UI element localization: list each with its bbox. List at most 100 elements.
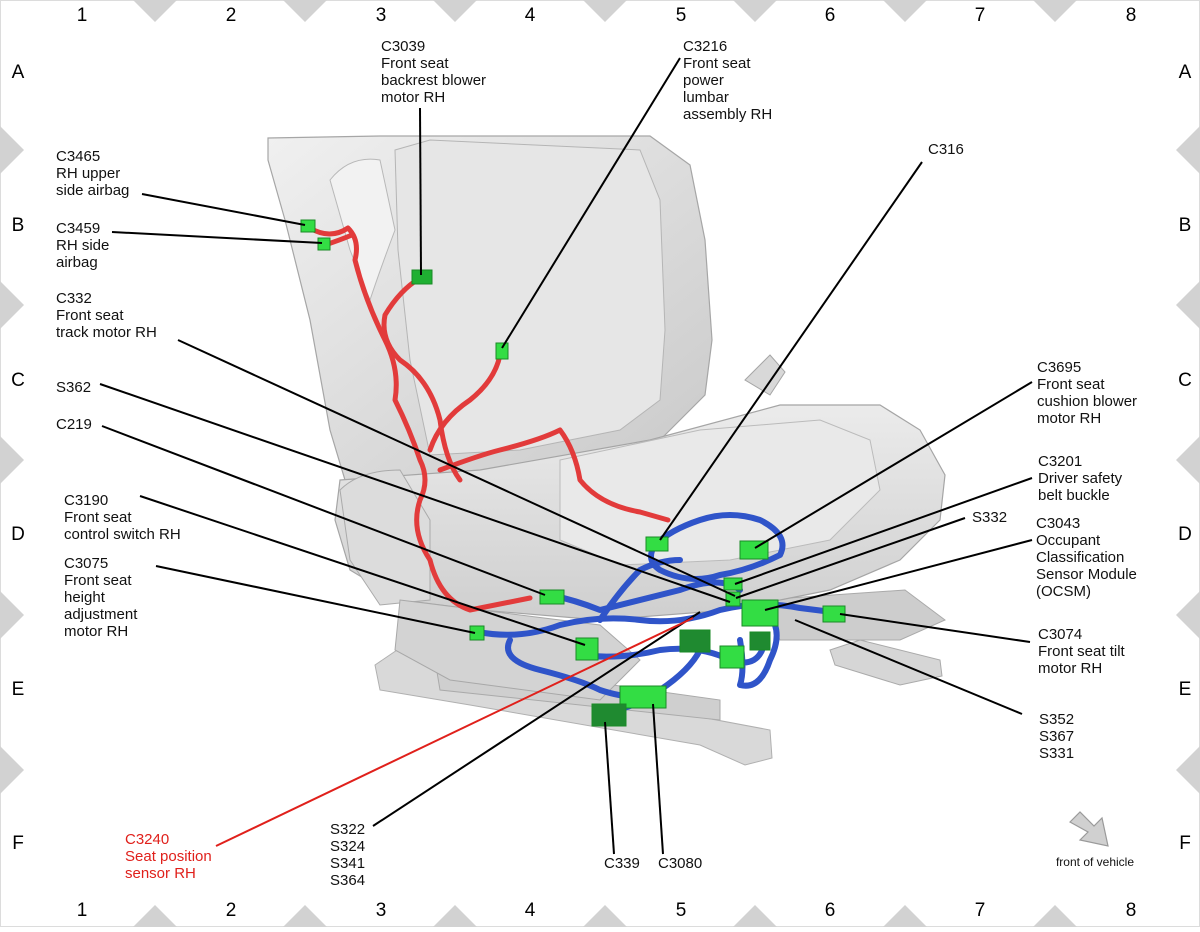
- callout-s362-line-1: S362: [56, 379, 91, 396]
- leader-c3039: [419, 107, 422, 276]
- grid-col-8-bottom: 8: [1126, 900, 1137, 921]
- callout-c316: C316: [928, 141, 964, 158]
- leader-c3465: [141, 193, 306, 226]
- callout-c3080: C3080: [658, 855, 702, 872]
- callout-c3039-line-2: Front seat: [381, 55, 449, 72]
- callout-c3459-line-1: C3459: [56, 220, 100, 237]
- leader-s362: [99, 383, 731, 603]
- grid-col-8-top: 8: [1126, 5, 1137, 26]
- callout-c3459: C3459 RH side airbag: [56, 220, 114, 271]
- callout-c332-line-2: Front seat: [56, 307, 124, 324]
- connector-c3039: [411, 269, 433, 285]
- leader-c3201: [734, 477, 1033, 585]
- connector-c219: [539, 589, 565, 605]
- callout-c3201-line-3: belt buckle: [1038, 487, 1110, 504]
- border-marker-left-3: [0, 436, 24, 484]
- grid-col-2-bottom: 2: [226, 900, 237, 921]
- callout-c3216-line-2: Front seat: [683, 55, 751, 72]
- leader-c3074: [839, 613, 1031, 643]
- grid-row-f-right: F: [1179, 833, 1191, 854]
- callout-c3039-line-3: backrest blower: [381, 72, 486, 89]
- grid-col-3-top: 3: [376, 5, 387, 26]
- callout-c3216-line-5: assembly RH: [683, 106, 772, 123]
- callout-c3074-line-1: C3074: [1038, 626, 1082, 643]
- border-marker-right-4: [1176, 591, 1200, 639]
- leader-c3080: [652, 703, 664, 855]
- callout-c3465-line-1: C3465: [56, 148, 100, 165]
- connector-c3190: [575, 637, 599, 661]
- connectors: [300, 219, 846, 727]
- border-marker-left-1: [0, 126, 24, 174]
- grid-row-e-left: E: [12, 679, 25, 700]
- border-marker-bottom-6: [883, 905, 927, 927]
- callout-c3043-line-5: (OCSM): [1036, 583, 1091, 600]
- grid-row-a-right: A: [1179, 62, 1192, 83]
- callout-c332-line-1: C332: [56, 290, 92, 307]
- seat-recliner-lever: [744, 354, 786, 396]
- connector-c3465: [300, 219, 316, 233]
- border-marker-left-4: [0, 591, 24, 639]
- leader-s322: [372, 611, 701, 827]
- callout-s352-line-2: S367: [1039, 728, 1074, 745]
- callout-c3465: C3465 RH upper side airbag: [56, 148, 129, 199]
- callout-c3075-line-3: height: [64, 589, 106, 606]
- callout-c219-line-1: C219: [56, 416, 92, 433]
- callout-c3075-line-5: motor RH: [64, 623, 128, 640]
- seat-illustration: [267, 135, 946, 766]
- connector-c3043: [741, 599, 779, 627]
- border-marker-right-5: [1176, 746, 1200, 794]
- border-marker-top-3: [433, 0, 477, 22]
- border-marker-bottom-1: [133, 905, 177, 927]
- grid-col-7-top: 7: [975, 5, 986, 26]
- grid-col-1-bottom: 1: [77, 900, 88, 921]
- border-marker-top-2: [283, 0, 327, 22]
- callout-s352-line-1: S352: [1039, 711, 1074, 728]
- connector-c3240: [749, 631, 771, 651]
- callout-c3240: C3240 Seat position sensor RH: [125, 831, 216, 882]
- harness-red-main: [307, 225, 533, 613]
- callout-c3074-line-2: Front seat tilt: [1038, 643, 1126, 660]
- leader-s332: [735, 517, 966, 599]
- callout-c3459-line-3: airbag: [56, 254, 98, 271]
- callout-c219: C219: [56, 416, 92, 433]
- callout-c316-line-1: C316: [928, 141, 964, 158]
- leader-c3459: [111, 231, 323, 244]
- grid-row-d-left: D: [11, 524, 25, 545]
- callout-c3240-line-3: sensor RH: [125, 865, 196, 882]
- callout-c3043-line-4: Sensor Module: [1036, 566, 1137, 583]
- seat-backrest-bolster: [329, 158, 396, 302]
- grid-column-labels-bottom: 1 2 3 4 5 6 7 8: [77, 900, 1137, 921]
- leader-c3240: [215, 617, 694, 847]
- callout-c339-line-1: C339: [604, 855, 640, 872]
- border-marker-right-3: [1176, 436, 1200, 484]
- callout-c3465-line-2: RH upper: [56, 165, 120, 182]
- callout-s322-line-4: S364: [330, 872, 365, 889]
- callout-c339: C339: [604, 855, 640, 872]
- connector-c316: [645, 536, 669, 552]
- border-marker-left-5: [0, 746, 24, 794]
- callout-c3216-line-4: lumbar: [683, 89, 729, 106]
- border-marker-top-7: [1033, 0, 1077, 22]
- callout-c3043-line-1: C3043: [1036, 515, 1080, 532]
- grid-row-a-left: A: [12, 62, 25, 83]
- callout-c3695-line-2: Front seat: [1037, 376, 1105, 393]
- front-of-vehicle-arrow-icon: [1069, 811, 1109, 847]
- callout-s322-line-1: S322: [330, 821, 365, 838]
- connector-c339: [591, 703, 627, 727]
- grid-col-6-top: 6: [825, 5, 836, 26]
- connector-s322: [679, 629, 711, 653]
- callout-c3190: C3190 Front seat control switch RH: [64, 492, 181, 543]
- border-marker-bottom-5: [733, 905, 777, 927]
- callout-c3201: C3201 Driver safety belt buckle: [1038, 453, 1126, 504]
- leader-c316: [659, 161, 923, 541]
- harness-red-branch-lumbar: [427, 352, 503, 453]
- harness-red: [307, 225, 671, 613]
- callout-c3043-line-3: Classification: [1036, 549, 1124, 566]
- front-of-vehicle-label: front of vehicle: [1056, 855, 1134, 869]
- leader-c332: [177, 339, 736, 597]
- callout-s322-line-3: S341: [330, 855, 365, 872]
- grid-col-3-bottom: 3: [376, 900, 387, 921]
- border-marker-bottom-3: [433, 905, 477, 927]
